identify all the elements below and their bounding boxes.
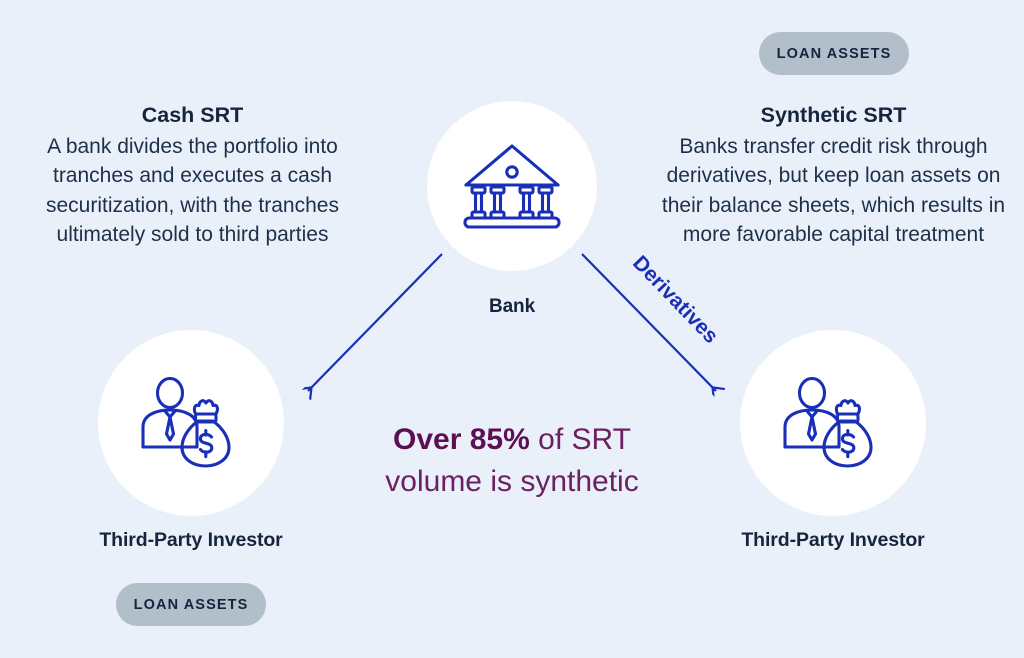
node-label-investor-left: Third-Party Investor [99, 529, 283, 551]
statistic-line-one: Over 85% of SRT [312, 419, 712, 461]
bank-building-icon [463, 144, 561, 229]
badge-loan-assets-bottom-left: LOAN ASSETS [116, 583, 266, 626]
node-label-investor-right: Third-Party Investor [741, 529, 925, 551]
badge-loan-assets-top-right: LOAN ASSETS [759, 32, 909, 75]
description-body-cash-srt: A bank divides the portfolio into tranch… [46, 134, 339, 247]
node-investor-right[interactable] [740, 330, 926, 516]
investor-money-bag-icon [783, 377, 873, 468]
node-label-bank: Bank [488, 296, 536, 317]
investor-money-bag-icon [141, 377, 231, 468]
node-bank[interactable] [427, 101, 597, 271]
description-body-synthetic-srt: Banks transfer credit risk through deriv… [661, 134, 1006, 247]
description-cash-srt: Cash SRT A bank divides the portfolio int… [20, 101, 365, 250]
description-title-cash-srt: Cash SRT [141, 103, 244, 127]
edge-label-derivatives: Derivatives [628, 251, 723, 348]
description-title-synthetic-srt: Synthetic SRT [760, 103, 907, 127]
arrow-bank-to-left-investor [308, 253, 443, 391]
description-synthetic-srt: Synthetic SRT Banks transfer credit risk … [661, 101, 1006, 250]
statistic-emphasis: Over 85% [393, 423, 530, 456]
node-investor-left[interactable] [98, 330, 284, 516]
statistic-line-two: volume is synthetic [385, 465, 639, 498]
statistic-rest: of SRT [529, 423, 631, 456]
